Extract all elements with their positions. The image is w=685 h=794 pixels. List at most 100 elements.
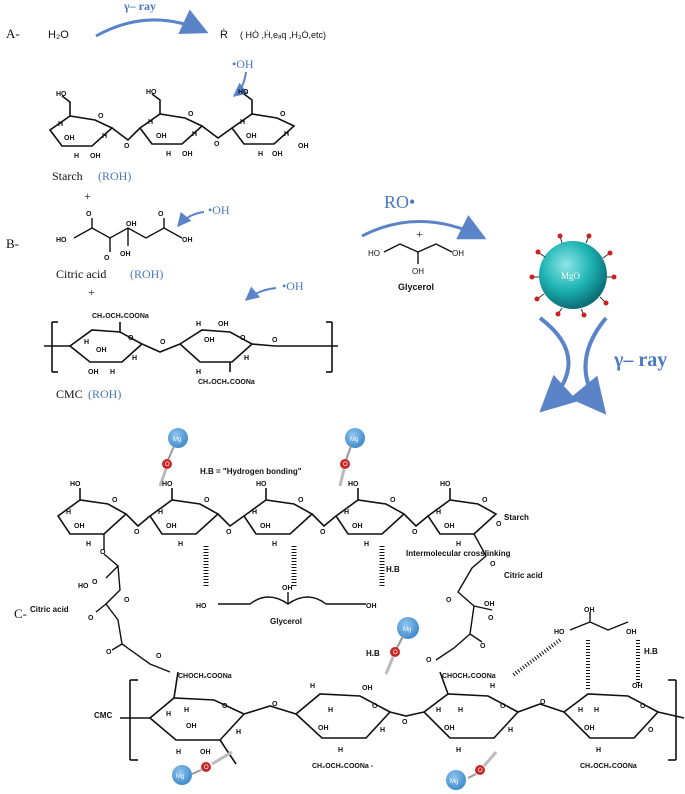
svg-text:O: O [226,529,232,536]
svg-text:HO: HO [78,583,89,590]
svg-text:OH: OH [260,523,271,530]
svg-text:H: H [236,729,241,736]
svg-text:OH: OH [246,133,257,140]
oh-radical-a: •OH [232,57,254,71]
svg-text:H: H [284,131,289,138]
svg-text:H: H [178,541,183,548]
svg-text:H: H [458,707,463,714]
svg-text:O: O [496,521,502,528]
svg-text:H: H [272,541,277,548]
svg-text:O: O [446,597,452,604]
svg-text:H: H [338,747,343,754]
svg-text:O: O [540,699,546,706]
svg-text:OH: OH [96,347,107,354]
cmc-label-b: CMC [56,387,83,401]
svg-text:O: O [390,497,396,504]
hb-label-2: H.B [366,649,380,658]
svg-text:HO: HO [162,481,173,488]
svg-text:HO: HO [554,629,565,636]
svg-text:OH: OH [218,321,229,328]
svg-text:OH: OH [64,135,75,142]
mgo-label: MgO [561,271,581,281]
svg-text:O: O [128,335,134,342]
svg-text:O: O [104,255,110,262]
svg-text:H: H [176,749,181,756]
svg-text:HO: HO [368,249,380,258]
svg-text:H: H [84,339,89,346]
svg-text:O: O [480,643,486,650]
svg-text:H: H [596,747,601,754]
svg-text:H: H [436,707,441,714]
glycerol-structure-right [569,612,629,631]
starch-structure-c [56,488,498,535]
cmc-structure-c [120,671,685,765]
svg-text:H: H [158,509,163,516]
svg-text:O: O [88,615,94,622]
citric-label-b: Citric acid [56,267,106,281]
svg-text:O: O [204,765,209,771]
svg-text:OH: OH [444,725,455,732]
svg-text:O: O [500,703,506,710]
svg-text:H: H [456,541,461,548]
svg-text:Mg: Mg [176,774,184,780]
svg-text:OH: OH [584,607,595,614]
svg-text:OH: OH [272,151,283,158]
svg-text:OH: OH [484,601,495,608]
svg-text:OH: OH [126,221,137,228]
hb-label-3: H.B [644,647,658,656]
svg-text:OH: OH [362,685,373,692]
mgo-labels-bottom: Mg Mg O O Mg O [176,627,483,785]
hb-definition: H.B = "Hydrogen bonding" [200,467,302,476]
svg-text:Mg: Mg [350,437,358,443]
mgo-bond-top-left [158,428,188,487]
cmc-group-bottom: CH₂OCH₂COONa [198,379,255,386]
svg-text:H: H [244,355,249,362]
mgo-bond-bottom-right [446,751,498,790]
svg-text:HO: HO [238,89,249,96]
section-c-label: C- [14,606,27,621]
svg-text:H: H [364,541,369,548]
svg-text:OH: OH [366,603,377,610]
svg-text:OH: OH [166,523,177,530]
svg-text:H: H [594,707,599,714]
svg-text:H: H [456,747,461,754]
svg-text:H: H [258,151,263,158]
plus-sign-2: + [88,285,95,299]
citric-label-right: Citric acid [504,571,543,580]
svg-text:H: H [490,683,495,690]
svg-text:H: H [578,707,583,714]
starch-label-a: Starch [52,169,83,183]
svg-text:O: O [156,653,162,660]
svg-text:O: O [478,768,483,774]
citric-acid-structure [73,218,183,252]
svg-text:H: H [166,711,171,718]
svg-text:O: O [280,111,286,118]
citric-crosslink-left [95,534,171,673]
svg-text:H: H [192,131,197,138]
svg-text:O: O [112,497,118,504]
glycerol-structure-c [218,592,366,605]
svg-text:H: H [86,541,91,548]
svg-text:H: H [240,119,245,126]
starch-structure-a [48,93,296,147]
svg-text:H: H [328,707,333,714]
svg-text:H: H [310,683,315,690]
hydrogen-bonds-starch-glycerol [203,546,385,586]
svg-text:HO: HO [196,603,207,610]
cmc-group-top: CH₂OCH₂COONa [92,313,149,320]
starch-roh-a: (ROH) [98,169,131,183]
svg-text:O: O [426,657,432,664]
svg-text:O: O [272,337,278,344]
svg-text:O: O [412,529,418,536]
gamma-ray-arrow-right [569,316,608,415]
starch-label-c: Starch [504,513,529,522]
svg-text:OH: OH [452,249,464,258]
hydrogen-bonds-cmc-glycerol [510,638,640,690]
svg-text:H: H [166,151,171,158]
svg-text:O: O [86,211,92,218]
